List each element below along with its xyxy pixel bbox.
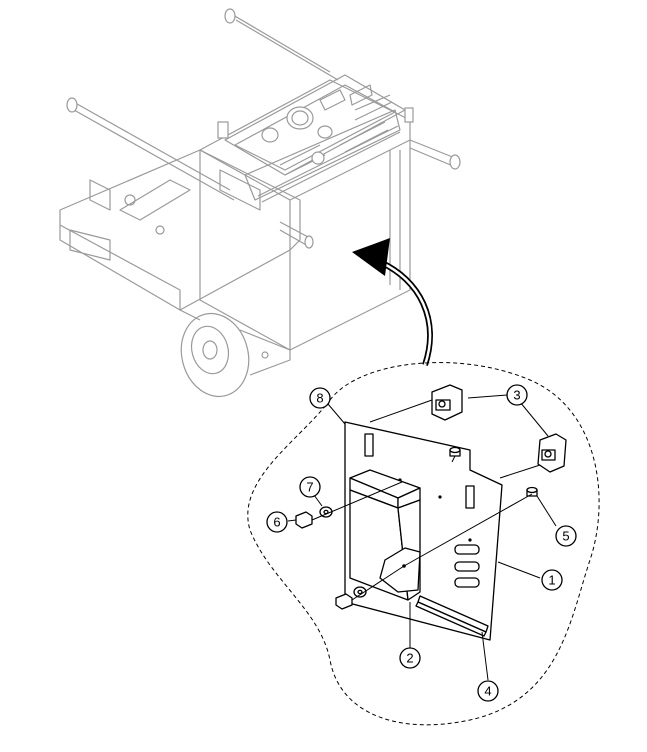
callout-3: 3 xyxy=(506,384,528,406)
machine-frame-ghost xyxy=(59,8,461,398)
callout-5-label: 5 xyxy=(562,529,569,544)
callout-2-label: 2 xyxy=(406,651,413,666)
callout-6: 6 xyxy=(266,511,288,533)
clamp-lower xyxy=(537,433,567,473)
rail xyxy=(415,595,489,637)
callout-8-label: 8 xyxy=(316,391,323,406)
callout-6-label: 6 xyxy=(273,515,280,530)
callout-7: 7 xyxy=(299,476,321,498)
callout-1-label: 1 xyxy=(548,573,555,588)
callout-3-label: 3 xyxy=(513,388,520,403)
callout-4: 4 xyxy=(477,680,499,702)
callout-5: 5 xyxy=(555,525,577,547)
callout-2: 2 xyxy=(399,647,421,669)
callout-8: 8 xyxy=(309,387,331,409)
screw xyxy=(449,446,538,497)
nut-washer-set xyxy=(295,506,367,610)
callout-7-label: 7 xyxy=(306,480,313,495)
callout-1: 1 xyxy=(541,569,563,591)
clamp-upper xyxy=(431,384,463,421)
callout-leaders xyxy=(287,394,557,681)
installation-arrow xyxy=(352,238,433,366)
alignment-lines xyxy=(311,399,541,601)
callout-4-label: 4 xyxy=(484,684,491,699)
